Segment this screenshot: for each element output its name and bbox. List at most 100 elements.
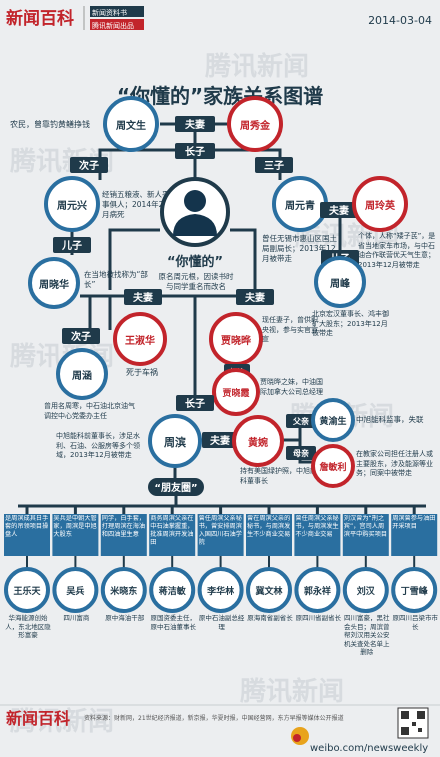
friend-desc: 原四川省副省长: [295, 614, 342, 622]
zhou-yuanqing-name: 周元青: [285, 199, 315, 212]
friend-desc-box: 华海能源创始人，东北地区隐形富豪: [5, 614, 51, 639]
zhou-wensheng-name: 周文生: [116, 119, 146, 132]
wang-shuhua-desc: 死于车祸: [126, 367, 158, 377]
friend-relation-text: 曾任周滨父亲秘书，与周滨发生不少商业交易: [295, 515, 339, 538]
friend-node: [294, 567, 341, 613]
friend-relation-box: [294, 514, 341, 556]
zhou-bin-name: 周滨: [164, 435, 186, 449]
friend-relation-text-box: 曾任周滨父亲秘书，曾安排周滨入国四川石油学院: [199, 515, 242, 546]
jia-xiaoye-name: 贾晓晔: [221, 334, 251, 347]
brand-logo: 新闻百科: [6, 8, 74, 29]
friend-relation-box: [4, 514, 50, 556]
wang-shuhua-node: [113, 312, 167, 366]
relation-couple-label: 夫妻: [328, 204, 349, 217]
huang-lunsheng-node: [311, 398, 355, 442]
wang-shuhua-name: 王淑华: [125, 334, 155, 347]
friend-relation-text-box: 周滨曾参与油田开采项目: [392, 515, 435, 530]
relation-second-son-tag: [70, 157, 108, 173]
relation-third-son-tag: [255, 157, 293, 173]
friend-relation-text: 曾在周滨父亲的秘书，与周滨发生不少商业交易: [247, 515, 291, 538]
friend-relation-text: 同学，白手套，打理周滨在海油和四油里生意: [101, 515, 146, 538]
watermark: 腾讯新闻: [205, 51, 309, 82]
friend-name: 王乐天: [13, 585, 41, 597]
friend-desc-box: 原中石油副总经理: [198, 614, 245, 631]
friend-relation-text-box: 同学，白手套，打理周滨在海油和四油里生意: [101, 515, 146, 538]
zhou-yuanxing-desc: 经销五粮液、新人平事俱人；2014年2月病死: [102, 190, 170, 219]
friend-name: 米晓东: [109, 585, 137, 597]
friend-relation-text-box: 是周滨成其日手套的吊领项目操盘人: [5, 515, 49, 538]
friend-node: [149, 567, 196, 613]
huang-lunsheng-name: 黄渝生: [319, 415, 346, 427]
jia-xiaoye-desc: 现任妻子，曾供职央视，参与实官宣宣: [262, 316, 318, 343]
jia-xiaoye-desc-box: 现任妻子，曾供职央视，参与实官宣宣: [262, 316, 318, 343]
zhou-lingying-name: 周玲英: [365, 199, 396, 212]
huang-wan-desc-box: 持有美国绿护照，中旭能科董事长: [240, 467, 317, 485]
zhou-yuanxing-desc-box: 经销五粮液、新人平事俱人；2014年2月病死: [102, 190, 170, 219]
friend-relation-text: 吴兵是中朝大管家，周滨是中旭大股东: [53, 515, 97, 538]
friend-desc: 原四川吕梁市市长: [392, 614, 438, 631]
friend-node: [52, 567, 99, 613]
huang-wan-name: 黄婉: [248, 436, 268, 449]
relation-mother-tag: [286, 446, 316, 460]
friend-name: 冀文林: [255, 585, 283, 597]
zhan-minli-name: 詹敏利: [319, 461, 346, 473]
friend-relation-text: 是周滨成其日手套的吊领项目操盘人: [5, 515, 49, 538]
zhan-minli-desc: 在教家公司担任注册人或主要股东，涉及能源等业务；同案中被带走: [356, 450, 433, 477]
relation-couple-label: 夫妻: [132, 291, 153, 304]
relation-father-label: 父亲: [292, 416, 309, 426]
friend-name: 吴兵: [66, 585, 84, 597]
zhou-wensheng-node: [103, 96, 159, 152]
zhou-han-name: 周涵: [72, 369, 92, 382]
relation-third-son-label: 三子: [264, 160, 284, 172]
relation-mother-label: 母亲: [293, 448, 309, 458]
relation-couple-tag: [236, 289, 274, 305]
zhou-yuanqing-desc: 曾任无锡市惠山区国土局副局长；2013年12月被带走: [262, 234, 337, 263]
zhou-lingying-desc: 个体，人称“矮子芪”，是省当地家车市场，与中石油合作联营优天气生意；2013年1…: [358, 232, 436, 269]
zhou-xiaohua-desc-box: 在当地被找称为“部长”: [84, 270, 148, 289]
friend-node: [342, 567, 389, 613]
zhou-xiaohua-node: [28, 257, 80, 309]
friend-name: 郭永祥: [304, 585, 331, 597]
watermark: 腾讯新闻: [240, 676, 344, 707]
relation-eldest-son-tag: [175, 143, 215, 159]
zhou-bin-desc-box: 中旭能科前董事长，涉足水利、石油、公服房等多个领域，2013年12月被带走: [56, 432, 140, 459]
friend-relation-text: 商务周滨父亲在中石油掌握重，批准周滨开发油田: [150, 515, 194, 546]
relation-eldest-son-tag: [176, 395, 214, 411]
friend-desc: 原中海油干部: [105, 614, 145, 622]
friend-relation-text: 刘汉曾为“刑之宾”，宫司人周滨平中购买项目: [343, 515, 388, 538]
friend-node: [100, 567, 147, 613]
friend-desc-box: 原海南省副省长: [247, 614, 293, 622]
friend-desc: 原中石油副总经理: [198, 614, 245, 631]
header-tag-bottom: 腾讯新闻出品: [92, 21, 134, 30]
friend-relation-box: [100, 514, 147, 556]
friend-desc-box: 原四川省副省长: [295, 614, 342, 622]
friend-relation-text-box: 刘汉曾为“刑之宾”，宫司人周滨平中购买项目: [343, 515, 388, 538]
zhou-xiaohua-name: 周晓华: [39, 278, 69, 291]
zhou-bin-node: [148, 414, 202, 468]
friend-desc: 四川富豪，黑社会头目；周滨曾帮刘汉用关公安机关查处名单上删除: [344, 614, 390, 656]
friend-relation-text-box: 吴兵是中朝大管家，周滨是中旭大股东: [53, 515, 97, 538]
jia-xiaoxia-desc: 贾晓晔之妹，中油国际加拿大公司总经理: [260, 378, 323, 396]
friend-name: 刘汉: [357, 585, 376, 597]
zhou-yuanxing-node: [44, 176, 100, 232]
friend-relation-box: [391, 514, 438, 556]
watermark: 腾讯新闻: [10, 706, 114, 737]
relation-couple-label: 夫妻: [209, 434, 230, 447]
friend-desc: 华海能源创始人，东北地区隐形富豪: [5, 614, 51, 639]
relation-father-tag: [286, 414, 316, 428]
friend-desc-box: 四川富豪，黑社会头目；周滨曾帮刘汉用关公安机关查处名单上删除: [344, 614, 390, 656]
person-silhouette-icon: [184, 190, 206, 212]
zhou-bin-desc: 中旭能科前董事长，涉足水利、石油、公服房等多个领域，2013年12月被带走: [56, 432, 140, 459]
friend-desc-box: 原四川吕梁市市长: [392, 614, 438, 631]
zhou-yuanxing-name: 周元兴: [57, 199, 87, 212]
relation-couple-label: 夫妻: [184, 118, 205, 131]
friend-relation-text-box: 商务周滨父亲在中石油掌握重，批准周滨开发油田: [150, 515, 194, 546]
relation-couple-tag: [320, 202, 358, 218]
footer-logo: 新闻百科: [6, 709, 70, 728]
zhou-lingying-node: [352, 176, 408, 232]
relation-couple-tag: [175, 116, 215, 132]
jia-xiaoxia-desc-box: 贾晓晔之妹，中油国际加拿大公司总经理: [260, 378, 323, 396]
friend-relation-text-box: 曾在周滨父亲的秘书，与周滨发生不少商业交易: [247, 515, 291, 538]
zhou-feng-desc: 北京宏汉董事长、鸿丰御矿大股东；2013年12月被带走: [312, 310, 389, 337]
relation-son-label: 儿子: [61, 240, 82, 252]
